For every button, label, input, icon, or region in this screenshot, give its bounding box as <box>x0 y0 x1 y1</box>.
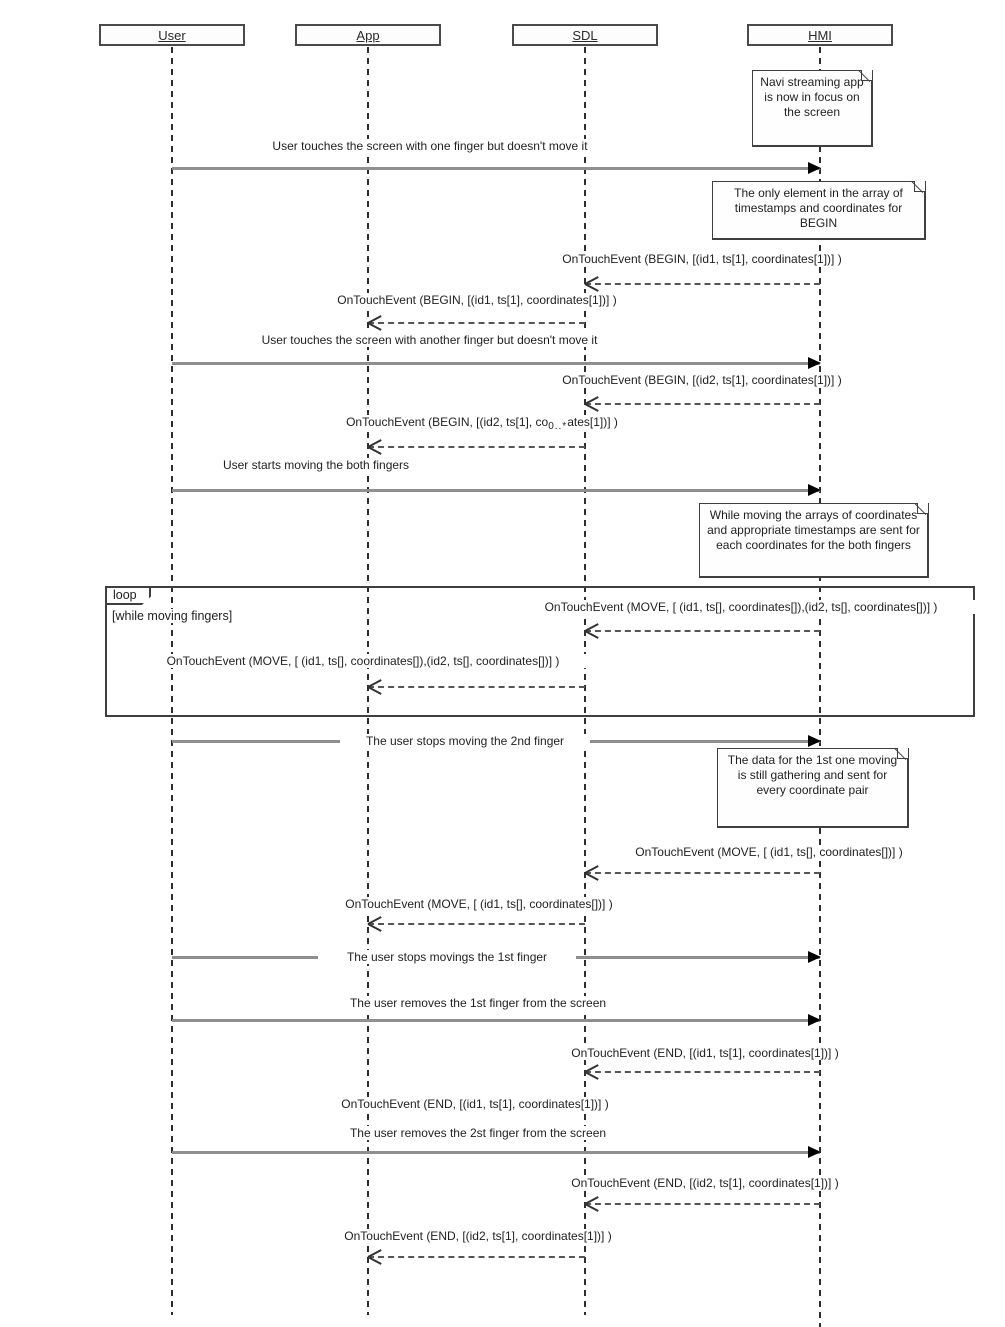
lifeline-user <box>171 47 173 1315</box>
participant-app-label: App <box>356 27 380 43</box>
message-label-touch-another-finger: User touches the screen with another fin… <box>220 333 639 347</box>
lifeline-app <box>367 47 369 1315</box>
participant-sdl-label: SDL <box>572 27 598 43</box>
message-label-move-both-hmi-sdl: OnTouchEvent (MOVE, [ (id1, ts[], coordi… <box>503 600 979 614</box>
arrow-user-to-hmi-touch-another-finger <box>172 357 821 369</box>
note-fold-icon <box>917 503 928 514</box>
arrow-user-to-hmi-removes-2st-finger <box>172 1146 821 1158</box>
arrow-hmi-to-sdl-begin-id1 <box>585 283 820 285</box>
arrow-hmi-to-sdl-begin-id2 <box>585 403 820 405</box>
note-navi-streaming: Navi streaming app is now in focus on th… <box>752 70 873 147</box>
arrow-sdl-to-app-move-both <box>368 686 585 688</box>
loop-fragment: loop [while moving fingers] <box>105 586 975 717</box>
participant-app: App <box>295 24 441 46</box>
message-label-begin-id2-prefix: OnTouchEvent (BEGIN, [(id2, ts[1], co <box>346 415 549 429</box>
arrow-hmi-to-sdl-move-both <box>585 630 820 632</box>
arrow-user-to-hmi-start-moving-both <box>172 484 821 496</box>
message-label-touch-one-finger: User touches the screen with one finger … <box>228 139 632 153</box>
message-label-removes-1st-finger: The user removes the 1st finger from the… <box>318 996 638 1010</box>
note-fold-icon <box>914 181 925 192</box>
note-data-still-gathering: The data for the 1st one moving is still… <box>717 748 909 828</box>
participant-hmi: HMI <box>747 24 893 46</box>
note-while-moving: While moving the arrays of coordinates a… <box>699 503 929 578</box>
message-label-end-id2-sdl-app: OnTouchEvent (END, [(id2, ts[1], coordin… <box>308 1229 648 1243</box>
message-label-end-id1-sdl-app: OnTouchEvent (END, [(id1, ts[1], coordin… <box>308 1097 642 1111</box>
message-label-stops-2nd-finger: The user stops moving the 2nd finger <box>340 734 590 748</box>
arrow-user-to-hmi-touch-one-finger <box>172 162 821 174</box>
arrow-user-to-hmi-removes-1st-finger <box>172 1014 821 1026</box>
note-fold-icon <box>897 748 908 759</box>
note-only-element-begin: The only element in the array of timesta… <box>712 181 926 240</box>
message-label-start-moving-both: User starts moving the both fingers <box>196 458 436 472</box>
message-label-end-id2-hmi-sdl: OnTouchEvent (END, [(id2, ts[1], coordin… <box>535 1176 875 1190</box>
arrow-sdl-to-app-end-id2 <box>368 1256 585 1258</box>
message-label-begin-id1-sdl-app: OnTouchEvent (BEGIN, [(id1, ts[1], coord… <box>295 293 659 307</box>
message-label-begin-id2-hmi-sdl: OnTouchEvent (BEGIN, [(id2, ts[1], coord… <box>520 373 884 387</box>
message-label-begin-id2-suffix: ates[1])] ) <box>567 415 618 429</box>
loop-operator-tab: loop <box>105 586 151 605</box>
message-label-stops-1st-finger: The user stops movings the 1st finger <box>318 950 576 964</box>
lifeline-sdl <box>584 47 586 1315</box>
note-only-element-begin-text: The only element in the array of timesta… <box>734 186 903 230</box>
message-label-end-id1-hmi-sdl: OnTouchEvent (END, [(id1, ts[1], coordin… <box>535 1046 875 1060</box>
participant-hmi-label: HMI <box>808 27 832 43</box>
arrow-hmi-to-sdl-end-id1 <box>585 1071 820 1073</box>
participant-user: User <box>99 24 245 46</box>
loop-guard: [while moving fingers] <box>110 609 235 623</box>
arrow-sdl-to-app-begin-id2 <box>368 446 585 448</box>
message-label-move-id1-hmi-sdl: OnTouchEvent (MOVE, [ (id1, ts[], coordi… <box>600 845 938 859</box>
message-label-move-both-sdl-app: OnTouchEvent (MOVE, [ (id1, ts[], coordi… <box>128 654 598 668</box>
message-label-begin-id2-sdl-app: OnTouchEvent (BEGIN, [(id2, ts[1], co0..… <box>300 415 664 432</box>
message-label-begin-id1-hmi-sdl: OnTouchEvent (BEGIN, [(id1, ts[1], coord… <box>520 252 884 266</box>
arrow-hmi-to-sdl-end-id2 <box>585 1203 820 1205</box>
note-fold-icon <box>861 70 872 81</box>
message-label-removes-2st-finger: The user removes the 2st finger from the… <box>318 1126 638 1140</box>
note-data-still-gathering-text: The data for the 1st one moving is still… <box>727 753 898 797</box>
participant-user-label: User <box>158 27 186 43</box>
message-label-move-id1-sdl-app: OnTouchEvent (MOVE, [ (id1, ts[], coordi… <box>312 897 646 911</box>
note-navi-streaming-text: Navi streaming app is now in focus on th… <box>760 75 864 119</box>
arrow-sdl-to-app-begin-id1 <box>368 322 585 324</box>
lifeline-hmi <box>819 47 821 1327</box>
note-while-moving-text: While moving the arrays of coordinates a… <box>707 508 920 552</box>
arrow-sdl-to-app-move-id1 <box>368 923 585 925</box>
multiplicity-overlay: 0..* <box>548 421 568 432</box>
participant-sdl: SDL <box>512 24 658 46</box>
arrow-hmi-to-sdl-move-id1 <box>585 872 820 874</box>
